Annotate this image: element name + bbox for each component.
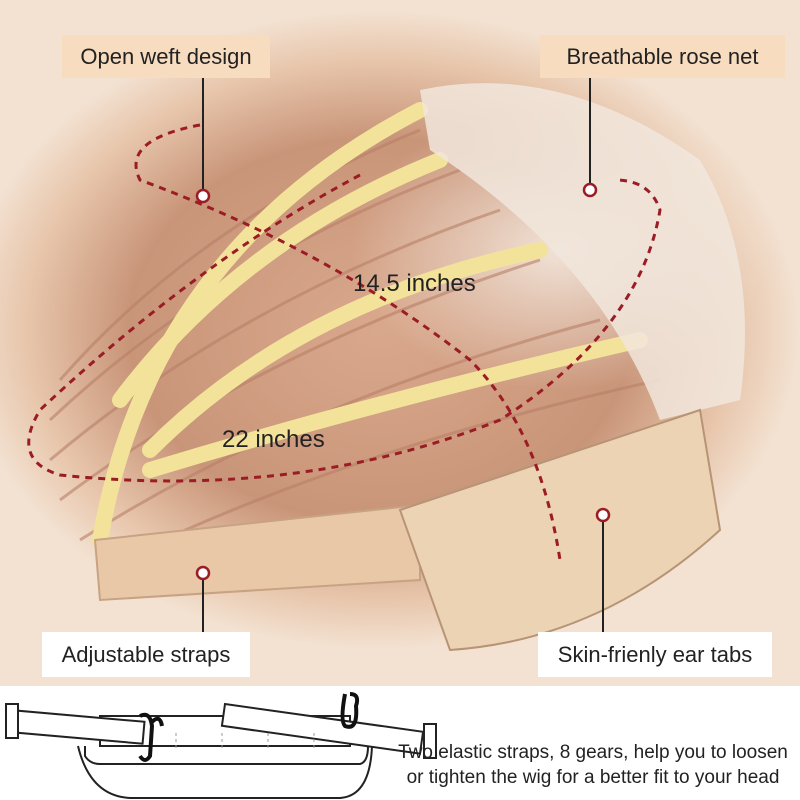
ear-tab: [398, 408, 722, 652]
strap-caption: Two elastic straps, 8 gears, help you to…: [388, 740, 798, 790]
measurement-lines: [27, 123, 662, 561]
measurement-circumference: 22 inches: [222, 426, 325, 453]
adjustable-strap: [93, 503, 421, 602]
pointer-dots: [195, 182, 611, 581]
lace-tapes: [92, 102, 648, 548]
rose-net: [420, 83, 745, 421]
label-open-weft-design: Open weft design: [62, 35, 270, 78]
strap-diagram: [5, 692, 437, 799]
caption-line-1: Two elastic straps, 8 gears, help you to…: [398, 742, 788, 763]
label-ear-tabs: Skin-frienly ear tabs: [538, 632, 772, 677]
wig-cap-illustration: [27, 78, 745, 652]
label-adjustable-straps: Adjustable straps: [42, 632, 250, 677]
measurement-front-to-back: 14.5 inches: [353, 270, 476, 297]
caption-line-2: or tighten the wig for a better fit to y…: [406, 767, 780, 788]
label-breathable-rose-net: Breathable rose net: [540, 35, 785, 78]
pointer-lines: [202, 78, 604, 632]
